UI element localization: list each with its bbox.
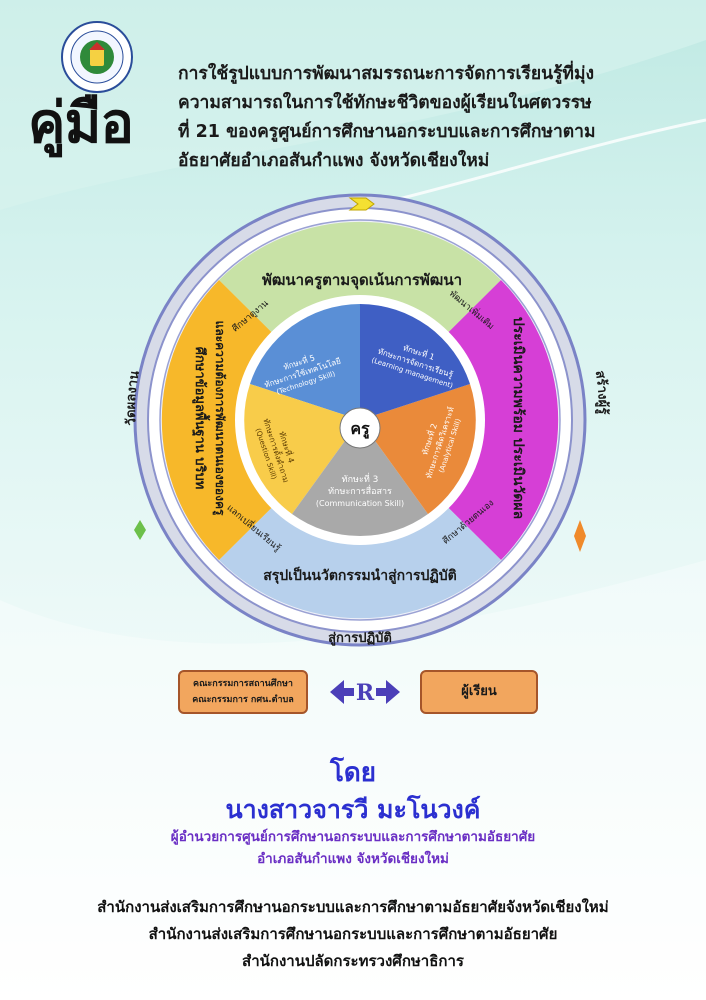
- office-line: สำนักงานส่งเสริมการศึกษานอกระบบและการศึก…: [97, 898, 609, 916]
- title-line: ความสามารถในการใช้ทักษะชีวิตของผู้เรียนใ…: [178, 93, 592, 113]
- skill-3-title: ทักษะที่ 3: [342, 472, 379, 485]
- skill-segment-1: [360, 304, 470, 420]
- committee-line: คณะกรรมการ กศน.ตำบล: [192, 695, 294, 705]
- outer-label-bottom: สู่การปฏิบัติ: [328, 631, 392, 646]
- center-label: ครู: [350, 419, 370, 440]
- outer-label-right-text: สร้างผู้รู้: [592, 369, 611, 414]
- author-position: ผู้อำนวยการศูนย์การศึกษานอกระบบและการศึก…: [0, 826, 706, 870]
- outer-label-left: วัดผลงาน: [124, 369, 143, 425]
- ring-label-left-2: และความต้องการพัฒนาตนเองของครู: [212, 321, 227, 516]
- skill-segment-5: [250, 304, 360, 420]
- skill-segment-4: [244, 384, 360, 514]
- center-circle: [339, 407, 381, 449]
- ring-label-top: พัฒนาครูตามจุดเน้นการพัฒนา: [262, 271, 462, 290]
- competency-wheel: ครู วัดผลงาน สร้างผู้รู้ สู่การปฏิบัติ พ…: [124, 193, 611, 647]
- skill-segment-3: [292, 420, 428, 537]
- author-name: นางสาวจารวี มะโนวงค์: [225, 795, 481, 824]
- ring-label-right: ประเมินความพร้อม ประเมินวัดผล: [510, 317, 526, 519]
- r-letter: R: [356, 680, 375, 706]
- ring-label-left-1: ศึกษาข้อมูลพื้นฐาน บริบท: [191, 347, 211, 490]
- title-line: การใช้รูปแบบการพัฒนาสมรรถนะการจัดการเรีย…: [178, 64, 595, 84]
- outer-label-right: สร้างผู้รู้: [592, 369, 611, 414]
- learner-box: ผู้เรียน: [420, 670, 538, 714]
- committee-box: คณะกรรมการสถานศึกษา คณะกรรมการ กศน.ตำบล: [178, 670, 308, 714]
- skill-3-sub: ทักษะการสื่อสาร: [328, 484, 392, 497]
- ring-arrow-top-icon: [348, 197, 375, 211]
- document-title: การใช้รูปแบบการพัฒนาสมรรถนะการจัดการเรีย…: [178, 60, 698, 176]
- outer-label-left-text: วัดผลงาน: [124, 369, 143, 425]
- emblem-logo: [61, 21, 133, 93]
- r-connector: R: [330, 680, 400, 706]
- skill-segment-2: [360, 384, 476, 514]
- skill-3-en: (Communication Skill): [316, 499, 404, 508]
- manual-heading: คู่มือ: [28, 91, 134, 156]
- by-label: โดย: [329, 758, 377, 788]
- office-block: สำนักงานส่งเสริมการศึกษานอกระบบและการศึก…: [0, 894, 706, 975]
- ring-arrow-right-icon: [574, 520, 586, 552]
- committee-line: คณะกรรมการสถานศึกษา: [193, 679, 293, 689]
- arrow-left-icon: [330, 680, 354, 704]
- title-line: อัธยาศัยอำเภอสันกำแพง จังหวัดเชียงใหม่: [178, 151, 490, 171]
- office-line: สำนักงานส่งเสริมการศึกษานอกระบบและการศึก…: [148, 925, 558, 943]
- skill-label-3: ทักษะที่ 3 ทักษะการสื่อสาร (Communicatio…: [316, 472, 404, 508]
- author-position-line: อำเภอสันกำแพง จังหวัดเชียงใหม่: [257, 851, 449, 867]
- ring-label-bottom: สรุปเป็นนวัตกรรมนำสู่การปฏิบัติ: [263, 566, 457, 584]
- ring-arrow-left-icon: [134, 520, 146, 540]
- title-line: ที่ 21 ของครูศูนย์การศึกษานอกระบบและการศ…: [178, 122, 596, 142]
- author-position-line: ผู้อำนวยการศูนย์การศึกษานอกระบบและการศึก…: [170, 829, 536, 845]
- arrow-right-icon: [376, 680, 400, 704]
- office-line: สำนักงานปลัดกระทรวงศึกษาธิการ: [242, 952, 464, 970]
